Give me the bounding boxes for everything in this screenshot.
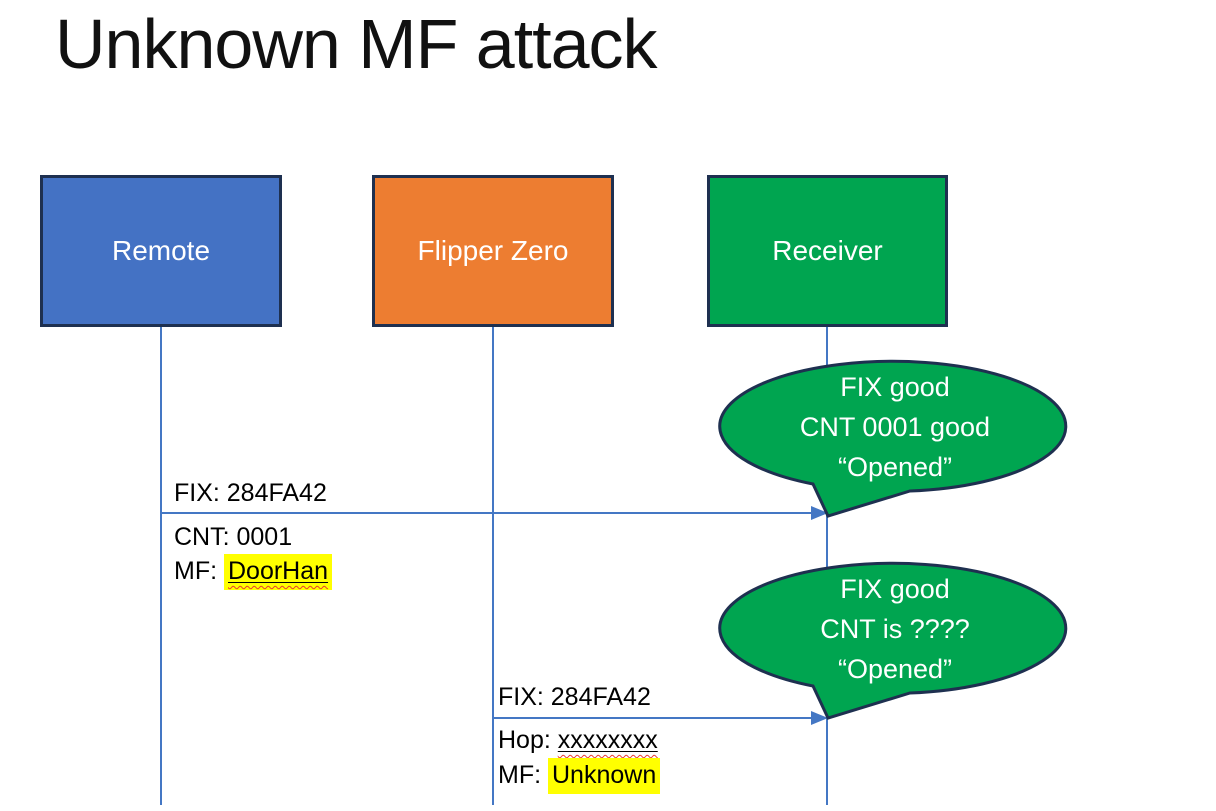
actor-box-remote: Remote bbox=[40, 175, 282, 327]
message-arrow-flipper-to-receiver bbox=[493, 717, 813, 719]
arrowhead-icon bbox=[811, 711, 828, 725]
message2-fix-label: FIX: 284FA42 bbox=[498, 683, 651, 711]
callout1-line3: “Opened” bbox=[837, 452, 953, 482]
actor-label-flipper-zero: Flipper Zero bbox=[417, 235, 569, 266]
message2-hop-value-squiggle: xxxxxxxx bbox=[558, 726, 658, 754]
message2-mf-label: MF: Unknown bbox=[498, 758, 661, 794]
callout2-line2: CNT is ???? bbox=[820, 614, 970, 644]
actor-box-receiver: Receiver bbox=[707, 175, 948, 327]
callout1-line1: FIX good bbox=[840, 372, 950, 402]
callout1-line2: CNT 0001 good bbox=[799, 412, 991, 442]
lifeline-flipper-zero bbox=[492, 327, 494, 805]
message2-hop-prefix: Hop: bbox=[498, 726, 558, 754]
slide-title: Unknown MF attack bbox=[55, 5, 658, 83]
callout-bubble-receiver-2 bbox=[718, 561, 1068, 720]
message1-mf-prefix: MF: bbox=[174, 557, 224, 585]
actor-label-remote: Remote bbox=[111, 235, 211, 266]
message-arrow-remote-to-receiver bbox=[161, 512, 813, 514]
message2-mf-value-highlighted: Unknown bbox=[548, 758, 661, 794]
message1-mf-value-text: DoorHan bbox=[228, 557, 329, 585]
message2-hop-label: Hop: xxxxxxxx bbox=[498, 724, 658, 756]
lifeline-receiver bbox=[826, 327, 828, 805]
message1-fix-label: FIX: 284FA42 bbox=[174, 479, 327, 507]
actor-box-flipper-zero: Flipper Zero bbox=[372, 175, 614, 327]
lifeline-remote bbox=[160, 327, 162, 805]
callout-text-2: FIX good CNT is ???? “Opened” bbox=[722, 569, 1068, 689]
callout2-line3: “Opened” bbox=[837, 654, 953, 684]
message2-mf-prefix: MF: bbox=[498, 761, 548, 789]
message2-hop-value-text: xxxxxxxx bbox=[557, 726, 658, 754]
message1-mf-label: MF: DoorHan bbox=[174, 554, 333, 590]
message1-mf-value-highlighted: DoorHan bbox=[224, 554, 333, 590]
message1-cnt-label: CNT: 0001 bbox=[174, 523, 293, 551]
callout-text-1: FIX good CNT 0001 good “Opened” bbox=[722, 367, 1068, 487]
callout-bubble-receiver-1 bbox=[718, 359, 1068, 518]
callout2-line1: FIX good bbox=[840, 574, 950, 604]
actor-label-receiver: Receiver bbox=[772, 235, 883, 266]
